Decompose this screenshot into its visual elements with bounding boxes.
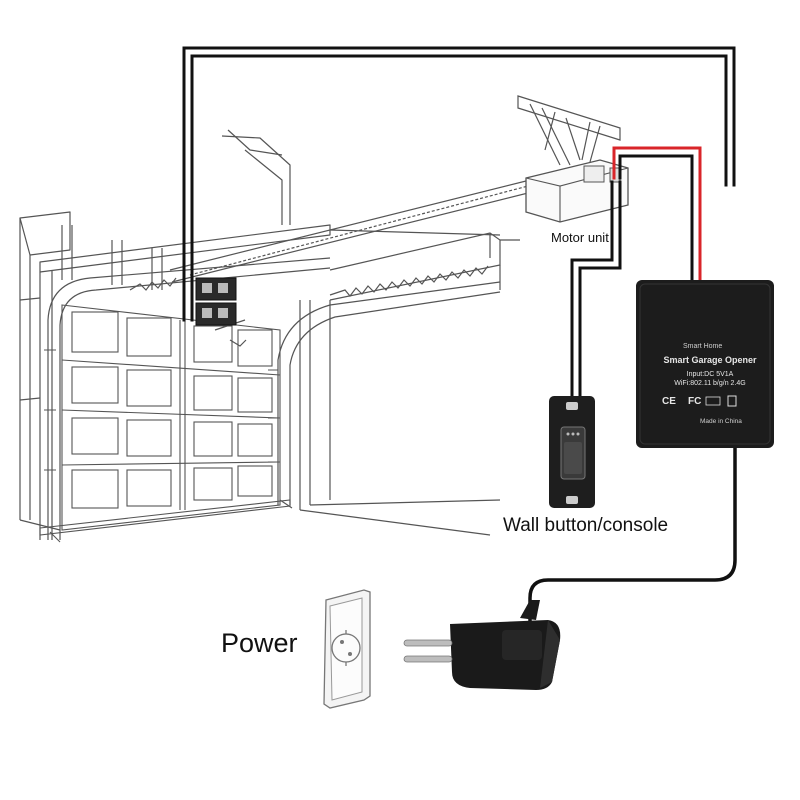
wall-button-console[interactable] (549, 396, 595, 508)
motor-unit-label: Motor unit (551, 230, 609, 245)
ce-mark-icon: CE (662, 396, 676, 407)
wall-wire-b (570, 180, 614, 402)
wall-wire-a (578, 180, 622, 402)
wall-button-label: Wall button/console (503, 515, 669, 536)
signal-wire-outer (182, 46, 736, 322)
positive-wire (612, 146, 702, 284)
fcc-mark-icon: FC (688, 396, 702, 407)
motor-mount-bracket (517, 95, 621, 166)
plug-prong-bottom (403, 655, 453, 663)
garage-door (39, 304, 293, 543)
motor-unit (525, 159, 629, 223)
wiring (182, 46, 737, 634)
smart-garage-opener-device[interactable] (636, 280, 774, 448)
door-tracks (47, 232, 520, 540)
signal-wire-inner (190, 54, 728, 322)
device-wifi-spec: WiFi:802.11 b/g/n 2.4G (674, 380, 746, 387)
power-label: Power (221, 628, 298, 658)
device-origin-text: Made in China (700, 418, 742, 425)
power-cable (528, 444, 737, 634)
device-brand-text: Smart Home (683, 343, 723, 350)
ground-wire (618, 154, 694, 284)
device-input-spec: Input:DC 5V1A (686, 371, 734, 378)
terminal-block[interactable] (195, 277, 237, 326)
plug-prong-top (403, 639, 453, 647)
trash-bin-icon (727, 395, 737, 407)
garage-structure (19, 129, 501, 540)
power-plug-adapter[interactable] (403, 600, 561, 690)
wall-socket (323, 589, 371, 709)
rohs-badge-icon (705, 396, 721, 406)
opener-rail (169, 179, 533, 347)
device-title-text: Smart Garage Opener (663, 355, 757, 365)
